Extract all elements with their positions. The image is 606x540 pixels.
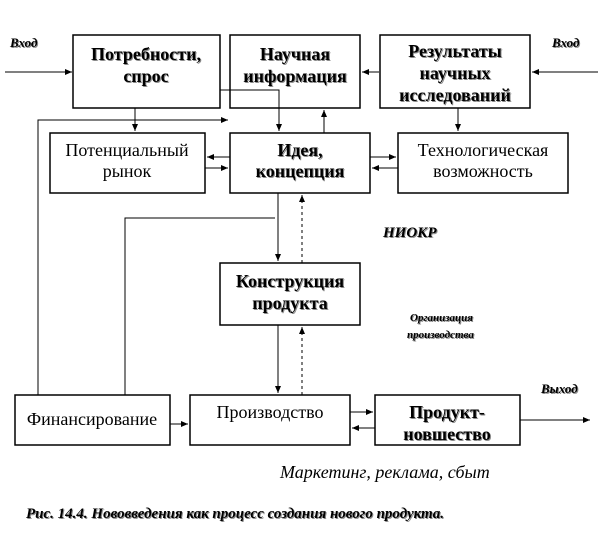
box-idea-concept bbox=[229, 132, 371, 194]
tech-line1: Технологическая bbox=[418, 140, 549, 160]
box-tech-possibility bbox=[397, 132, 569, 194]
box-production bbox=[189, 394, 351, 446]
box-research-results bbox=[379, 34, 531, 109]
box-potential-market bbox=[49, 132, 206, 194]
line-financing-to-design bbox=[124, 217, 275, 395]
arrow-financing-to-idea bbox=[37, 117, 228, 395]
product-line2: новшество bbox=[403, 424, 490, 444]
sci-info-line2: информация bbox=[243, 66, 347, 86]
finance-line1: Финансирование bbox=[27, 409, 157, 429]
output-label: Выход bbox=[540, 381, 578, 396]
results-line2: научных bbox=[419, 63, 490, 83]
box-needs bbox=[72, 34, 221, 109]
org-production-line2: производства bbox=[407, 329, 474, 341]
design-line2: продукта bbox=[252, 293, 327, 313]
production-line1: Производство bbox=[217, 402, 324, 422]
tech-line2: возможность bbox=[433, 161, 533, 181]
sci-info-line1: Научная bbox=[260, 44, 331, 64]
org-production-line1: Организация bbox=[410, 312, 473, 324]
design-line1: Конструкция bbox=[236, 271, 344, 291]
marketing-label: Маркетинг, реклама, сбыт bbox=[279, 462, 490, 482]
box-scientific-info bbox=[229, 34, 361, 109]
input-right-label: Вход bbox=[551, 35, 580, 50]
market-line2: рынок bbox=[103, 161, 152, 181]
idea-line1: Идея, bbox=[277, 140, 322, 160]
arrow-needs-to-idea bbox=[220, 89, 282, 131]
box-financing bbox=[14, 394, 171, 446]
box-product-design bbox=[219, 262, 361, 326]
idea-line2: концепция bbox=[256, 161, 345, 181]
figure-caption: Рис. 14.4. Нововведения как процесс созд… bbox=[26, 506, 444, 522]
market-line1: Потенциальный bbox=[65, 140, 189, 160]
results-line3: исследований bbox=[399, 85, 511, 105]
product-line1: Продукт- bbox=[409, 402, 485, 422]
box-new-product bbox=[374, 394, 521, 446]
needs-line2: спрос bbox=[123, 66, 168, 86]
input-left-label: Вход bbox=[9, 35, 38, 50]
results-line1: Результаты bbox=[408, 41, 502, 61]
needs-line1: Потребности, bbox=[91, 44, 201, 64]
niokr-label: НИОКР bbox=[382, 225, 437, 241]
